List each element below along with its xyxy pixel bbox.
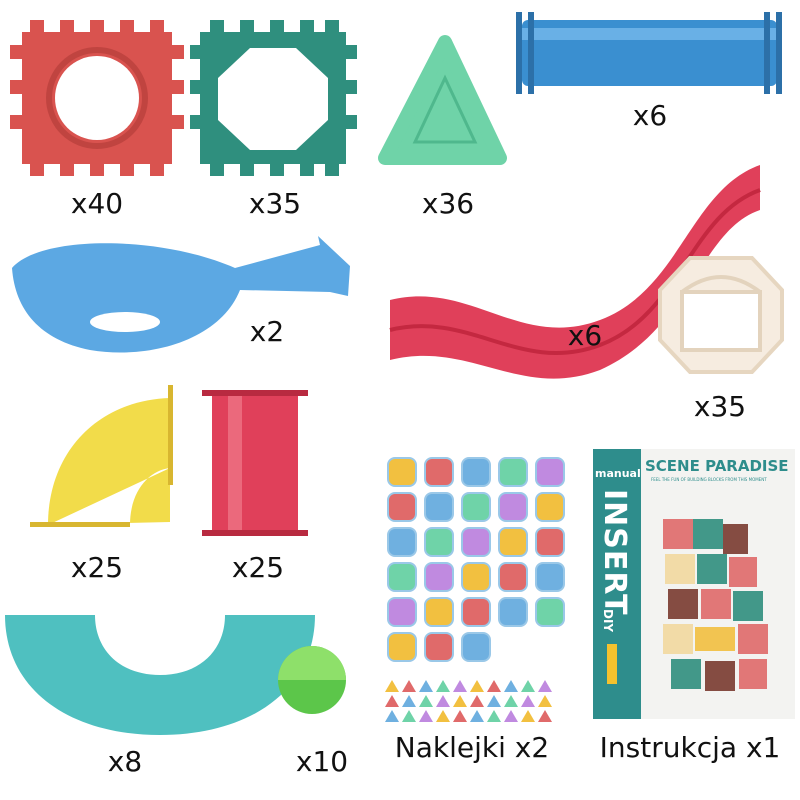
red-square-connector-image bbox=[10, 20, 184, 176]
sticker bbox=[387, 562, 417, 592]
manual-subtitle: FEEL THE FUN OF BUILDING BLOCKS FROM THI… bbox=[651, 477, 767, 482]
sticker bbox=[461, 632, 491, 662]
triangle-sticker bbox=[453, 695, 467, 707]
triangle-sticker bbox=[385, 710, 399, 722]
yellow-curved-track-image bbox=[30, 385, 173, 527]
sticker bbox=[498, 457, 528, 487]
teal-u-track-image bbox=[5, 615, 315, 735]
manual-spine-title: INSERT bbox=[597, 489, 632, 616]
triangle-sticker bbox=[538, 710, 552, 722]
sticker bbox=[424, 457, 454, 487]
sticker bbox=[461, 492, 491, 522]
manual-label: manual bbox=[595, 467, 641, 480]
blue-straight-tube-image bbox=[516, 12, 782, 94]
sticker bbox=[498, 562, 528, 592]
manual-spine-sub: DIY bbox=[601, 609, 615, 633]
sticker bbox=[498, 527, 528, 557]
quantity-label: x35 bbox=[693, 390, 747, 423]
sticker bbox=[535, 597, 565, 627]
manual-yellow-bar bbox=[607, 644, 617, 684]
triangle-sticker bbox=[470, 695, 484, 707]
triangle-sticker bbox=[419, 710, 433, 722]
quantity-label: x35 bbox=[248, 187, 302, 220]
sticker bbox=[461, 597, 491, 627]
triangle-sticker bbox=[504, 680, 518, 692]
quantity-label: x10 bbox=[295, 745, 349, 778]
sticker bbox=[387, 457, 417, 487]
quantity-label: x25 bbox=[70, 551, 124, 584]
teal-octagon-connector-image bbox=[190, 20, 357, 176]
quantity-label: x6 bbox=[567, 319, 603, 352]
sticker bbox=[387, 492, 417, 522]
sticker bbox=[387, 597, 417, 627]
blue-funnel-image bbox=[12, 236, 350, 353]
sticker bbox=[424, 597, 454, 627]
quantity-label: x8 bbox=[107, 745, 143, 778]
triangle-sticker bbox=[504, 710, 518, 722]
quantity-label: Instrukcja x1 bbox=[599, 731, 781, 764]
triangle-sticker bbox=[470, 680, 484, 692]
manual-spine bbox=[593, 449, 641, 719]
sticker bbox=[535, 457, 565, 487]
triangle-sticker bbox=[538, 680, 552, 692]
quantity-label: x36 bbox=[421, 187, 475, 220]
sticker bbox=[498, 492, 528, 522]
sticker bbox=[424, 562, 454, 592]
sticker bbox=[424, 527, 454, 557]
triangle-sticker bbox=[436, 710, 450, 722]
triangle-sticker bbox=[385, 680, 399, 692]
triangle-sticker bbox=[521, 710, 535, 722]
triangle-sticker bbox=[487, 680, 501, 692]
sticker bbox=[535, 527, 565, 557]
triangle-sticker bbox=[402, 695, 416, 707]
red-tube-image bbox=[202, 390, 308, 536]
triangle-sticker bbox=[453, 710, 467, 722]
triangle-sticker bbox=[419, 695, 433, 707]
sticker bbox=[387, 527, 417, 557]
triangle-sticker bbox=[470, 710, 484, 722]
quantity-label: x6 bbox=[632, 99, 668, 132]
quantity-label: x40 bbox=[70, 187, 124, 220]
triangle-sticker bbox=[436, 695, 450, 707]
triangle-sticker bbox=[419, 680, 433, 692]
triangle-sticker bbox=[521, 695, 535, 707]
green-triangle-connector-image bbox=[378, 35, 507, 165]
quantity-label: Naklejki x2 bbox=[394, 731, 550, 764]
sticker bbox=[387, 632, 417, 662]
red-wavy-slide-image bbox=[389, 165, 761, 379]
sticker bbox=[424, 632, 454, 662]
triangle-sticker bbox=[402, 710, 416, 722]
triangle-sticker bbox=[487, 710, 501, 722]
stickers-sheet-image bbox=[385, 457, 565, 722]
sticker bbox=[498, 597, 528, 627]
triangle-sticker bbox=[521, 680, 535, 692]
sticker bbox=[424, 492, 454, 522]
manual-cover-photo bbox=[663, 519, 768, 691]
sticker bbox=[535, 562, 565, 592]
manual-title: SCENE PARADISE bbox=[645, 457, 789, 475]
triangle-sticker bbox=[436, 680, 450, 692]
manual-cover-image: manual INSERT DIY SCENE PARADISE FEEL TH… bbox=[593, 449, 795, 719]
triangle-sticker bbox=[538, 695, 552, 707]
triangle-sticker bbox=[504, 695, 518, 707]
sticker bbox=[535, 492, 565, 522]
white-window-frame-image bbox=[658, 256, 784, 374]
sticker bbox=[461, 562, 491, 592]
quantity-label: x25 bbox=[231, 551, 285, 584]
quantity-label: x2 bbox=[249, 315, 285, 348]
triangle-sticker bbox=[453, 680, 467, 692]
sticker bbox=[461, 527, 491, 557]
triangle-sticker bbox=[385, 695, 399, 707]
triangle-sticker bbox=[487, 695, 501, 707]
green-ball-image bbox=[278, 646, 346, 714]
sticker bbox=[461, 457, 491, 487]
triangle-sticker bbox=[402, 680, 416, 692]
